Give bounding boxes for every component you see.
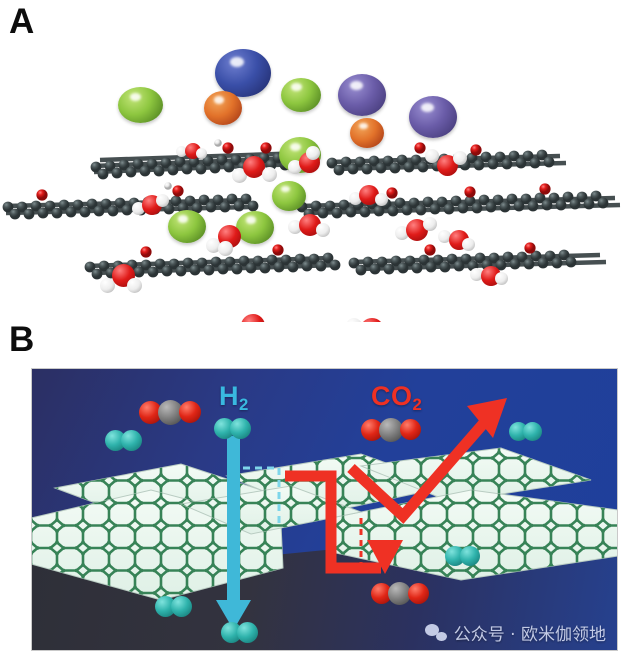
watermark: 公众号 · 欧米伽领地 <box>424 620 606 645</box>
h2-molecule <box>509 422 543 441</box>
water-molecule <box>288 146 334 180</box>
h2-label-subscript: 2 <box>239 394 249 414</box>
co2-blocked-arrow <box>285 470 381 574</box>
water-molecule <box>395 216 441 248</box>
ion-purple <box>409 96 457 138</box>
water-molecule <box>438 226 478 254</box>
co2-label-text: CO <box>371 381 413 411</box>
water-molecule <box>206 222 254 256</box>
ion-blue <box>215 49 271 97</box>
ion-green <box>118 87 163 123</box>
water-molecule <box>228 311 278 322</box>
h2-label: H2 <box>219 381 249 413</box>
ion-purple <box>338 74 386 116</box>
h2-molecule <box>445 546 481 566</box>
wechat-icon <box>424 624 447 641</box>
h2-molecule <box>105 430 143 451</box>
co2-rejection-arrow <box>347 420 488 524</box>
water-molecule <box>470 262 510 290</box>
co2-label: CO2 <box>371 381 422 413</box>
h2-molecule <box>214 418 252 439</box>
ion-green <box>168 210 206 243</box>
ion-orange <box>350 118 384 148</box>
water-molecule <box>232 154 278 186</box>
ion-green <box>236 211 274 244</box>
co2-molecule <box>139 400 201 425</box>
water-molecule <box>425 149 467 179</box>
watermark-text: 公众号 · 欧米伽领地 <box>453 625 606 645</box>
h2-molecule <box>221 622 259 643</box>
water-molecule <box>346 312 396 322</box>
co2-molecule <box>361 418 421 442</box>
water-molecule <box>100 262 148 296</box>
panel-b-gas-separation-schematic: H2 CO2 <box>31 368 618 651</box>
ion-green <box>272 181 306 211</box>
graphene-sheet-mid-bridge <box>179 485 363 535</box>
h2-label-text: H <box>219 381 239 411</box>
water-molecule <box>132 192 172 220</box>
panel-label-b: B <box>9 320 35 359</box>
water-molecule <box>349 182 391 212</box>
graphene-sheet-row-2 <box>2 182 259 220</box>
panel-a-molecular-snapshot <box>0 36 623 322</box>
water-molecule <box>176 140 208 164</box>
ion-green <box>281 78 321 112</box>
co2-molecule <box>371 582 429 605</box>
transport-arrows <box>216 398 507 630</box>
co2-blocked-arrowhead <box>367 540 403 574</box>
graphene-sheet-right-upper <box>359 447 592 503</box>
graphene-sheet-row-2b <box>296 183 621 220</box>
h2-permeation-arrow <box>216 436 251 630</box>
co2-rejection-arrowhead <box>467 398 507 438</box>
panel-label-a: A <box>9 2 35 41</box>
co2-label-subscript: 2 <box>412 394 423 414</box>
water-molecule <box>288 212 334 244</box>
h2-molecule <box>155 596 193 617</box>
ion-orange <box>204 91 242 125</box>
graphene-sheet-row-3b <box>348 242 607 276</box>
h2-dashed-guide <box>243 466 281 528</box>
